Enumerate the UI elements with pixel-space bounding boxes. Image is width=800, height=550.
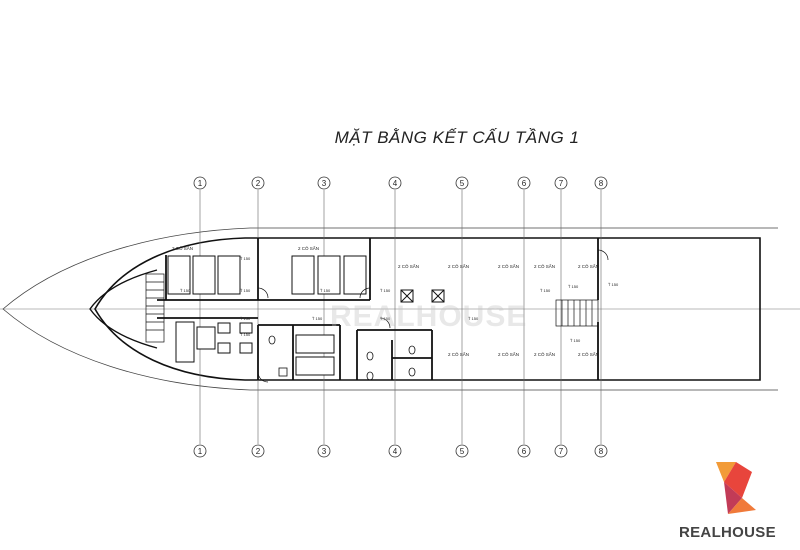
room-label: 2 CÔ SẤN xyxy=(534,263,555,269)
plan-title-text: MẶT BẰNG KẾT CẤU TẦNG 1 xyxy=(334,128,580,147)
room-label: 2 CÔ SẤN xyxy=(448,263,469,269)
inner-hull xyxy=(94,237,761,381)
grid-bubble-label: 7 xyxy=(559,447,564,456)
grid-bubble xyxy=(517,176,531,190)
grid-bubble xyxy=(193,444,207,458)
beam-label: Ť 150 xyxy=(568,284,579,289)
bow-stairs xyxy=(145,273,165,343)
beam-labels: Ť 150 Ť 150 Ť 150 Ť 150 Ť 150 Ť 150 Ť 150 Ť 150… xyxy=(180,256,619,343)
beam-label: Ť 150 xyxy=(240,256,251,261)
grid-bubble xyxy=(317,444,331,458)
plan-title: MẶT BẰNG KẾT CẤU TẦNG 1 xyxy=(0,128,800,148)
lounge-furniture xyxy=(175,321,253,363)
grid-bubble-label: 8 xyxy=(599,179,604,188)
beam-label: Ť 150 xyxy=(380,288,391,293)
structural-columns xyxy=(400,289,445,303)
room-labels: 2 CÔ SẤN 2 CÔ SẤN 2 CÔ SẤN 2 CÔ SẤN 2 CÔ SẤN… xyxy=(172,245,599,357)
cabin-beds-left xyxy=(167,255,367,295)
beam-label: Ť 150 xyxy=(540,288,551,293)
grid-bubble-label: 7 xyxy=(559,179,564,188)
grid-bubble-label: 5 xyxy=(460,447,465,456)
grid-bubble xyxy=(554,176,568,190)
room-walls xyxy=(157,238,599,380)
grid-bubble-label: 2 xyxy=(256,179,261,188)
beam-label: Ť 150 xyxy=(240,316,251,321)
room-label: 2 CÔ SẤN xyxy=(298,245,319,251)
grid-bubble xyxy=(317,176,331,190)
grid-lines xyxy=(199,190,602,444)
grid-bubble-label: 6 xyxy=(522,447,527,456)
beam-label: Ť 150 xyxy=(320,288,331,293)
grid-bubble-label: 1 xyxy=(198,179,203,188)
room-label: 2 CÔ SẤN xyxy=(498,351,519,357)
room-label: 2 CÔ SẤN xyxy=(448,351,469,357)
room-label: 2 CÔ SẤN xyxy=(398,263,419,269)
logo-shard-4 xyxy=(728,498,756,514)
beam-label: Ť 150 xyxy=(312,316,323,321)
room-label: 2 CÔ SẤN xyxy=(534,351,555,357)
grid-bubble-label: 4 xyxy=(393,447,398,456)
watermark: REALHOUSE xyxy=(330,300,528,333)
beam-label: Ť 150 xyxy=(380,316,391,321)
beam-label: Ť 150 xyxy=(608,282,619,287)
beam-label: Ť 150 xyxy=(240,288,251,293)
grid-bubble-label: 8 xyxy=(599,447,604,456)
grid-bubble xyxy=(388,176,402,190)
beam-label: Ť 150 xyxy=(180,288,191,293)
door-swings xyxy=(257,249,609,383)
room-label: 2 CÔ SẤN xyxy=(578,263,599,269)
grid-bubble-label: 2 xyxy=(256,447,261,456)
grid-bubble xyxy=(251,444,265,458)
bow-wall xyxy=(89,269,158,349)
grid-bubble xyxy=(251,176,265,190)
room-label: 2 CÔ SẤN xyxy=(172,245,193,251)
room-label: 2 CÔ SẤN xyxy=(498,263,519,269)
grid-bubble xyxy=(517,444,531,458)
toilet-fixtures xyxy=(268,335,416,381)
beam-label: Ť 150 xyxy=(570,338,581,343)
grid-bubble xyxy=(554,444,568,458)
grid-bubble xyxy=(193,176,207,190)
beam-label: Ť 150 xyxy=(468,316,479,321)
logo-shard-2 xyxy=(724,462,752,498)
outer-hull xyxy=(2,227,778,391)
grid-bubble xyxy=(388,444,402,458)
grid-bubble-label: 4 xyxy=(393,179,398,188)
grid-bubble-label: 3 xyxy=(322,447,327,456)
grid-bubble xyxy=(455,444,469,458)
grid-bubbles: 1 1 2 2 3 3 4 4 5 5 6 6 7 7 8 8 xyxy=(193,176,608,458)
logo-shard-3 xyxy=(724,482,742,514)
brand-name: REALHOUSE xyxy=(679,524,776,541)
grid-bubble-label: 3 xyxy=(322,179,327,188)
grid-bubble-label: 6 xyxy=(522,179,527,188)
room-label: 2 CÔ SẤN xyxy=(578,351,599,357)
grid-bubble xyxy=(455,176,469,190)
logo-shard-1 xyxy=(716,462,736,482)
cabin-beds-lower xyxy=(295,334,335,376)
grid-bubble-label: 5 xyxy=(460,179,465,188)
beam-label: Ť 150 xyxy=(240,332,251,337)
grid-bubble xyxy=(594,176,608,190)
realhouse-logo xyxy=(716,462,756,514)
grid-bubble xyxy=(594,444,608,458)
grid-bubble-label: 1 xyxy=(198,447,203,456)
midship-stairs xyxy=(555,299,599,327)
